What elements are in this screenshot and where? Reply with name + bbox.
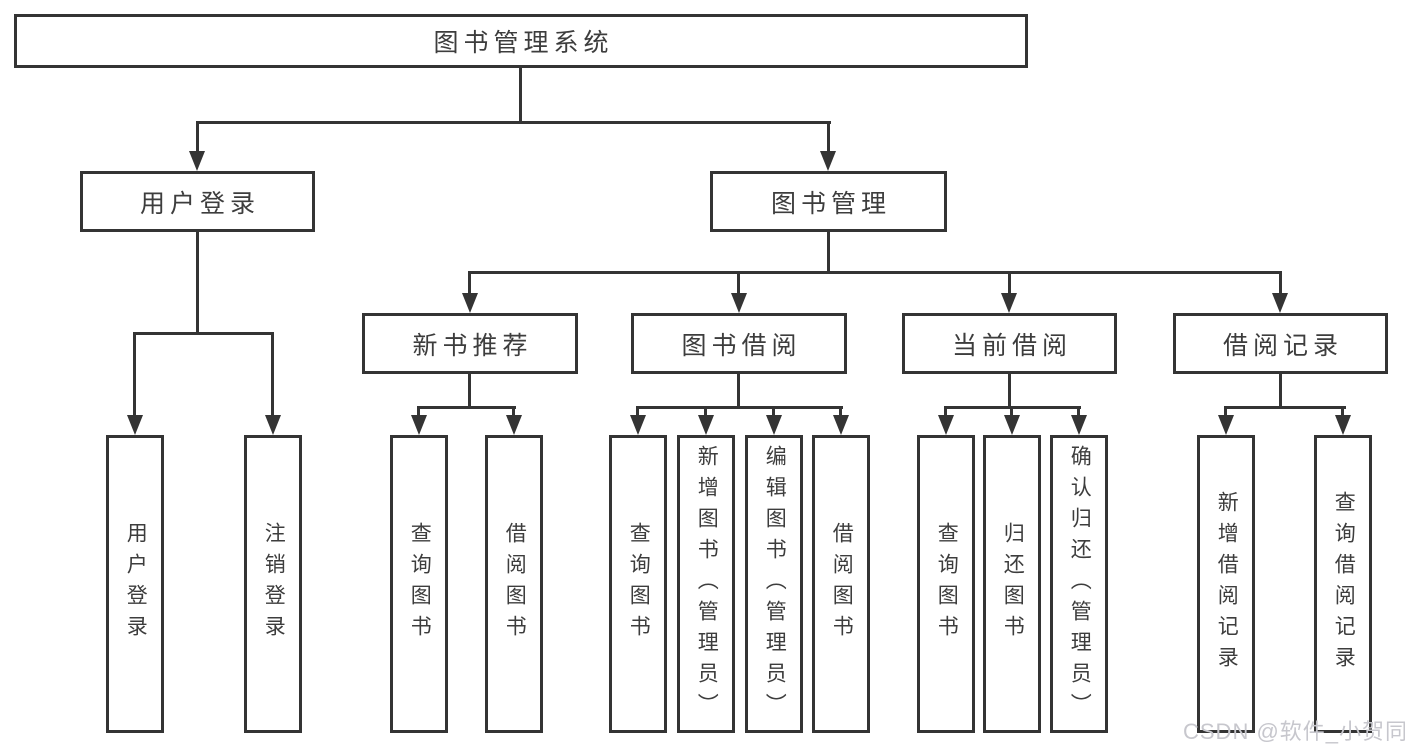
connector-stem-leaf-user-login (133, 332, 136, 422)
connector-current-trunk (1008, 374, 1011, 409)
arrowhead-records-query (1335, 415, 1351, 435)
node-leaf-borrowing-add-books: 新增图书（管理员） (677, 435, 735, 733)
node-leaf-borrowing-query-books: 查询图书 (609, 435, 667, 733)
connector-stem-leaf-logout (271, 332, 274, 422)
node-new-book-recommend: 新书推荐 (362, 313, 578, 374)
leaf-label: 查询图书 (935, 522, 959, 646)
node-leaf-records-add-record: 新增借阅记录 (1197, 435, 1255, 733)
connector-stem-borrowing-records (1279, 271, 1282, 307)
arrowhead-current-query (938, 415, 954, 435)
node-leaf-recommend-borrow-books: 借阅图书 (485, 435, 543, 733)
arrowhead-recommend-borrow (506, 415, 522, 435)
connector-stem-user-login (196, 121, 199, 155)
connector-stem-book-management (827, 121, 830, 155)
arrowhead-current-borrowing (1001, 293, 1017, 313)
arrowhead-borrowing-query (630, 415, 646, 435)
node-leaf-logout: 注销登录 (244, 435, 302, 733)
node-leaf-user-login: 用户登录 (106, 435, 164, 733)
arrowhead-current-return (1004, 415, 1020, 435)
connector-borrowing-split (636, 406, 843, 409)
arrowhead-leaf-user-login (127, 415, 143, 435)
node-leaf-recommend-query-books: 查询图书 (390, 435, 448, 733)
arrowhead-borrowing-add (698, 415, 714, 435)
node-current-borrowing: 当前借阅 (902, 313, 1117, 374)
connector-bookmgmt-trunk (827, 232, 830, 274)
arrowhead-user-login (189, 151, 205, 171)
arrowhead-book-borrowing (731, 293, 747, 313)
watermark: CSDN @软件_小贺同学 (1183, 719, 1405, 744)
node-book-borrowing: 图书借阅 (631, 313, 847, 374)
arrowhead-borrowing-borrow (833, 415, 849, 435)
connector-root-split (196, 121, 831, 124)
connector-records-split (1224, 406, 1346, 409)
connector-records-trunk (1279, 374, 1282, 409)
arrowhead-borrowing-edit (766, 415, 782, 435)
arrowhead-new-book-recommend (462, 293, 478, 313)
node-root: 图书管理系统 (14, 14, 1028, 68)
arrowhead-leaf-logout (265, 415, 281, 435)
leaf-label: 借阅图书 (503, 522, 527, 646)
connector-bookmgmt-split (468, 271, 1282, 274)
connector-userlogin-trunk (196, 232, 199, 335)
node-leaf-records-query-record: 查询借阅记录 (1314, 435, 1372, 733)
node-leaf-borrowing-edit-books: 编辑图书（管理员） (745, 435, 803, 733)
leaf-label: 借阅图书 (830, 522, 854, 646)
node-book-management: 图书管理 (710, 171, 947, 232)
leaf-label: 注销登录 (262, 522, 286, 646)
leaf-label: 查询图书 (408, 522, 432, 646)
connector-recommend-trunk (468, 374, 471, 409)
node-user-login: 用户登录 (80, 171, 315, 232)
leaf-label: 归还图书 (1001, 522, 1025, 646)
leaf-label: 确认归还（管理员） (1068, 444, 1092, 724)
leaf-label: 查询借阅记录 (1332, 491, 1356, 677)
node-borrowing-records: 借阅记录 (1173, 313, 1388, 374)
connector-borrowing-trunk (737, 374, 740, 409)
node-leaf-borrowing-borrow-books: 借阅图书 (812, 435, 870, 733)
arrowhead-book-management (820, 151, 836, 171)
connector-stem-book-borrowing (737, 271, 740, 307)
arrowhead-records-add (1218, 415, 1234, 435)
connector-stem-new-book-recommend (468, 271, 471, 307)
node-leaf-current-return-books: 归还图书 (983, 435, 1041, 733)
connector-stem-current-borrowing (1008, 271, 1011, 307)
connector-recommend-split (417, 406, 516, 409)
node-leaf-current-confirm-return: 确认归还（管理员） (1050, 435, 1108, 733)
arrowhead-recommend-query (411, 415, 427, 435)
leaf-label: 新增图书（管理员） (695, 444, 719, 724)
node-leaf-current-query-books: 查询图书 (917, 435, 975, 733)
leaf-label: 用户登录 (124, 522, 148, 646)
leaf-label: 编辑图书（管理员） (763, 444, 787, 724)
leaf-label: 新增借阅记录 (1215, 491, 1239, 677)
arrowhead-current-confirm (1071, 415, 1087, 435)
connector-root-trunk (519, 66, 522, 124)
connector-userlogin-split (133, 332, 274, 335)
arrowhead-borrowing-records (1272, 293, 1288, 313)
leaf-label: 查询图书 (627, 522, 651, 646)
